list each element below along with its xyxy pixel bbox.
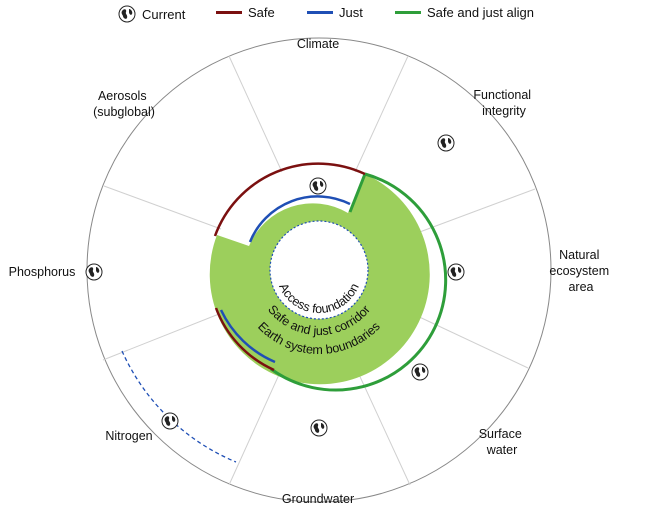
sector-label-natural-ecosystem-area: Natural ecosystem area — [549, 248, 612, 294]
globe-icon — [310, 419, 328, 437]
sector-label-nitrogen: Nitrogen — [105, 429, 152, 443]
legend-label-just: Just — [339, 5, 363, 20]
just-swatch — [307, 11, 333, 14]
just-boundary-top — [248, 195, 351, 243]
legend-label-safe: Safe — [248, 5, 275, 20]
sector-label-aerosols: Aerosols (subglobal) — [93, 89, 155, 119]
safe-boundary-top — [213, 162, 366, 237]
globe-icon — [447, 263, 465, 281]
access-foundation-circle — [269, 220, 369, 320]
sector-label-surface-water: Surface water — [479, 427, 526, 457]
globe-icon — [437, 134, 455, 152]
globe-icon — [309, 177, 327, 195]
safe-swatch — [216, 11, 242, 14]
just-boundary-bottom — [219, 309, 276, 364]
safe-and-just-corridor — [209, 174, 430, 385]
sector-label-climate: Climate — [297, 37, 339, 51]
legend-label-current: Current — [142, 6, 186, 22]
legend: Current Safe Just Safe and just align — [0, 0, 650, 30]
just-boundary-outer-dashed — [121, 350, 237, 463]
legend-item-just: Just — [307, 5, 363, 20]
sector-label-groundwater: Groundwater — [282, 492, 354, 506]
safe-just-align-line — [270, 172, 448, 392]
sector-label-phosphorus: Phosphorus — [9, 265, 76, 279]
legend-item-current: Current — [118, 5, 185, 23]
legend-item-safe: Safe — [216, 5, 275, 20]
safe-just-align-step — [348, 173, 367, 213]
globe-icon — [118, 5, 136, 23]
sector-dividers — [102, 55, 536, 486]
globe-icon — [85, 263, 103, 281]
legend-item-align: Safe and just align — [395, 5, 534, 20]
legend-label-align: Safe and just align — [427, 5, 534, 20]
globe-icon — [411, 363, 429, 381]
align-swatch — [395, 11, 421, 14]
safe-boundary-bottom — [214, 307, 275, 372]
globe-icon — [161, 412, 179, 430]
sector-label-functional-integrity: Functional integrity — [473, 88, 534, 118]
